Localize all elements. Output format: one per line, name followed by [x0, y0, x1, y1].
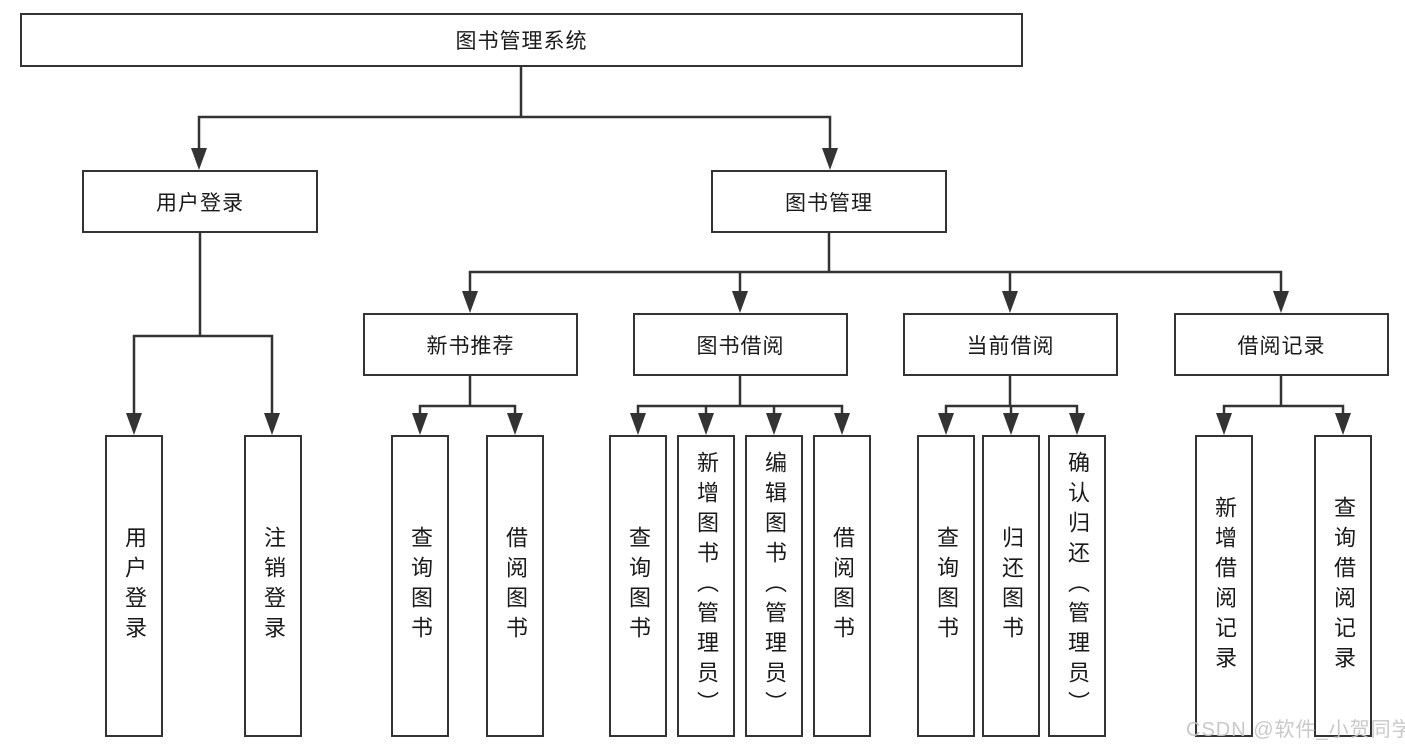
node-book-management: 图书管理	[711, 170, 947, 233]
leaf-records-query-record: 查询借阅记录	[1314, 435, 1372, 737]
csdn-watermark: CSDN @软件_小贺同学	[1186, 719, 1405, 741]
leaf-logout: 注销登录	[244, 435, 302, 737]
leaf-borrow-add-book-admin-label: 新增图书（管理员）	[694, 451, 719, 721]
leaf-records-query-record-label: 查询借阅记录	[1331, 496, 1356, 676]
leaf-records-add-record-label: 新增借阅记录	[1212, 496, 1237, 676]
leaf-borrow-edit-book-admin: 编辑图书（管理员）	[745, 435, 803, 737]
leaf-current-confirm-return-admin-label: 确认归还（管理员）	[1065, 451, 1090, 721]
leaf-newrec-borrow-book: 借阅图书	[486, 435, 544, 737]
leaf-current-confirm-return-admin: 确认归还（管理员）	[1048, 435, 1106, 737]
leaf-borrow-add-book-admin: 新增图书（管理员）	[677, 435, 735, 737]
leaf-current-return-book-label: 归还图书	[999, 526, 1024, 646]
leaf-borrow-borrow-book-label: 借阅图书	[830, 526, 855, 646]
leaf-records-add-record: 新增借阅记录	[1195, 435, 1253, 737]
leaf-user-login-label: 用户登录	[122, 526, 147, 646]
leaf-newrec-query-book: 查询图书	[391, 435, 449, 737]
leaf-borrow-query-book-label: 查询图书	[626, 526, 651, 646]
leaf-user-login: 用户登录	[105, 435, 163, 737]
leaf-borrow-borrow-book: 借阅图书	[813, 435, 871, 737]
leaf-newrec-borrow-book-label: 借阅图书	[503, 526, 528, 646]
leaf-borrow-edit-book-admin-label: 编辑图书（管理员）	[762, 451, 787, 721]
leaf-current-query-book: 查询图书	[917, 435, 975, 737]
node-current-borrow: 当前借阅	[903, 313, 1118, 376]
node-book-borrow: 图书借阅	[633, 313, 848, 376]
node-root-system: 图书管理系统	[20, 13, 1023, 67]
leaf-current-return-book: 归还图书	[982, 435, 1040, 737]
leaf-current-query-book-label: 查询图书	[934, 526, 959, 646]
leaf-newrec-query-book-label: 查询图书	[408, 526, 433, 646]
node-new-book-recommend: 新书推荐	[363, 313, 578, 376]
node-user-login: 用户登录	[82, 170, 318, 233]
leaf-borrow-query-book: 查询图书	[609, 435, 667, 737]
node-borrow-records: 借阅记录	[1174, 313, 1389, 376]
leaf-logout-label: 注销登录	[261, 526, 286, 646]
